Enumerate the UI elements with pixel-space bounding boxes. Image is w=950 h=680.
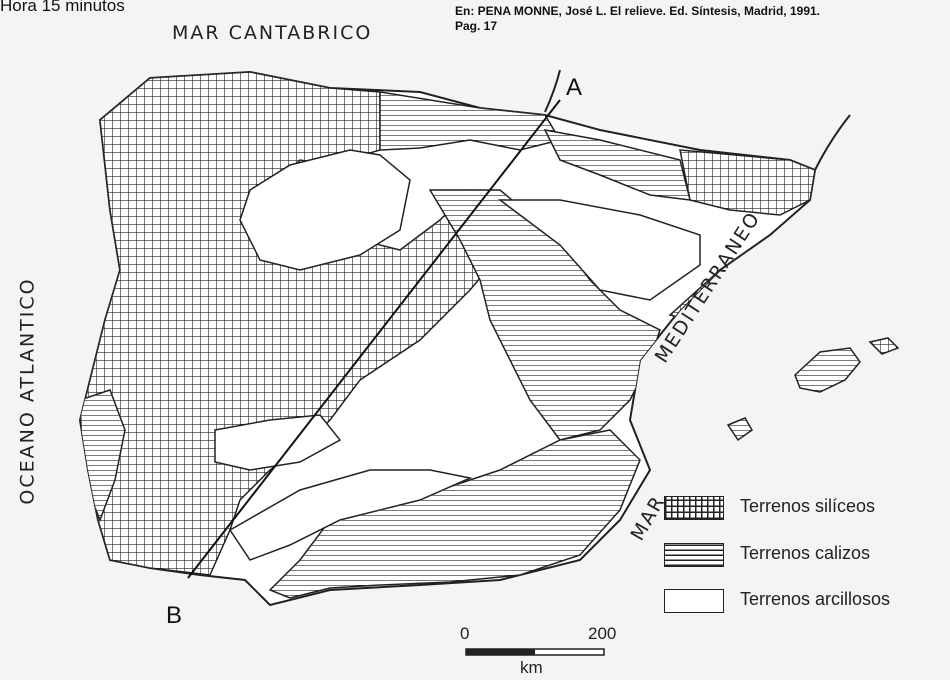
- limestone-betic: [268, 429, 641, 599]
- mediterranean-coast-line: [814, 114, 851, 171]
- balearic-ibiza: [726, 417, 753, 442]
- scale-min-label: 0: [460, 624, 470, 643]
- clay-ebro-basin: [497, 199, 701, 301]
- scale-max-label: 200: [588, 624, 617, 643]
- top-note: Hora 15 minutos: [0, 0, 125, 15]
- sea-label-cantabrico: MAR CANTABRICO: [172, 22, 373, 44]
- legend-swatch-clay: [664, 589, 724, 613]
- legend-label-limestone: Terrenos calizos: [740, 543, 871, 563]
- balearic-mallorca: [794, 347, 861, 393]
- scale-unit-label: km: [520, 658, 543, 677]
- legend-label-siliceous: Terrenos silíceos: [740, 496, 876, 516]
- citation-line-2: Pag. 17: [455, 19, 498, 33]
- balearic-menorca: [868, 337, 900, 355]
- sea-label-atlantico: OCEANO ATLANTICO: [16, 277, 39, 505]
- limestone-pyrenees: [543, 128, 691, 201]
- clay-basin-duero: [239, 149, 411, 271]
- legend-swatch-limestone: [664, 543, 724, 567]
- clay-basin-tajo: [214, 414, 342, 471]
- french-coast-line: [544, 69, 561, 113]
- scale-bar: [465, 648, 605, 656]
- section-point-a: A: [566, 74, 583, 101]
- clay-guadalquivir: [228, 469, 473, 561]
- source-citation: En: PENA MONNE, José L. El relieve. Ed. …: [455, 4, 820, 34]
- legend-label-clay: Terrenos arcillosos: [740, 589, 891, 609]
- legend-swatch-siliceous: [664, 496, 724, 520]
- citation-line-1: En: PENA MONNE, José L. El relieve. Ed. …: [455, 4, 821, 18]
- section-line-a-b: [187, 99, 561, 579]
- section-point-b: B: [166, 602, 183, 629]
